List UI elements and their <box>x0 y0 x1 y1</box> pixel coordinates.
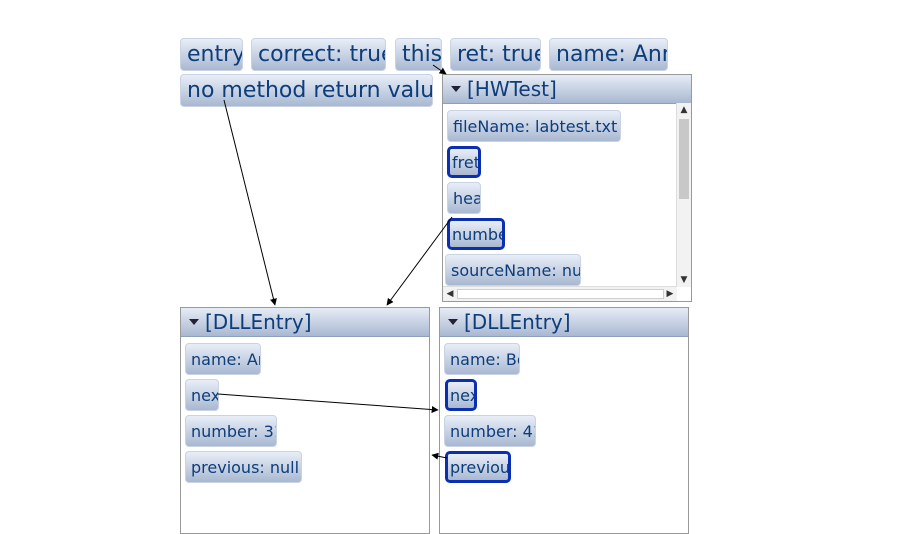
hwtest-field-filename[interactable]: fileName: labtest.txt <box>447 110 621 142</box>
hwtest-field-fret[interactable]: fret <box>447 146 481 178</box>
field-label: fileName: labtest.txt <box>453 116 618 136</box>
this-label: this <box>402 42 442 67</box>
scroll-up-icon[interactable]: ▲ <box>680 105 688 115</box>
name-variable-chip[interactable]: name: Ann <box>549 38 668 71</box>
ret-variable-chip[interactable]: ret: true <box>450 38 541 71</box>
hwtest-field-head[interactable]: hea <box>447 182 481 214</box>
collapse-triangle-icon[interactable] <box>451 86 461 92</box>
vertical-scroll-thumb[interactable] <box>679 119 689 199</box>
horizontal-scroll-thumb[interactable] <box>457 289 664 299</box>
scroll-left-icon[interactable]: ◀ <box>446 289 454 299</box>
method-return-label: no method return value: <box>187 78 433 103</box>
field-label: fret <box>452 152 480 172</box>
entry-label: entry <box>187 42 243 67</box>
dllentry-right-header[interactable]: [DLLEntry] <box>440 308 688 337</box>
scroll-right-icon[interactable]: ▶ <box>666 289 674 299</box>
dll-right-field-number[interactable]: number: 41 <box>444 415 536 447</box>
dll-right-field-next[interactable]: nex <box>445 379 477 411</box>
dll-right-field-previous[interactable]: previou <box>445 451 511 483</box>
field-label: numbe <box>452 224 505 244</box>
field-label: previous: null <box>191 457 300 477</box>
this-variable-chip[interactable]: this <box>395 38 442 71</box>
dllentry-left-title: [DLLEntry] <box>205 310 312 334</box>
dll-left-field-number[interactable]: number: 31 <box>185 415 277 447</box>
dllentry-right-panel[interactable]: [DLLEntry] name: Bo nex number: 41 previ… <box>439 307 689 534</box>
entry-variable-chip[interactable]: entry <box>180 38 243 71</box>
hwtest-field-number[interactable]: numbe <box>447 218 505 250</box>
hwtest-fields: fileName: labtest.txt fret hea numbe sou… <box>443 103 677 287</box>
field-label: nex <box>191 385 219 405</box>
dll-left-field-name[interactable]: name: An <box>185 343 261 375</box>
dll-left-field-next[interactable]: nex <box>185 379 219 411</box>
name-label: name: Ann <box>556 42 668 67</box>
hwtest-header[interactable]: [HWTest] <box>443 75 691 104</box>
field-label: number: 41 <box>450 421 536 441</box>
hwtest-horizontal-scrollbar[interactable]: ◀ ▶ <box>443 286 677 301</box>
dll-left-field-previous[interactable]: previous: null <box>185 451 302 483</box>
dllentry-right-fields: name: Bo nex number: 41 previou <box>440 336 688 533</box>
field-label: name: Bo <box>450 349 520 369</box>
correct-variable-chip[interactable]: correct: true <box>251 38 386 71</box>
scroll-down-icon[interactable]: ▼ <box>680 275 688 285</box>
dllentry-left-fields: name: An nex number: 31 previous: null <box>181 336 429 533</box>
arrow-entry-to-left-dllentry <box>223 99 277 306</box>
field-label: sourceName: nul <box>451 260 581 280</box>
correct-label: correct: true <box>258 42 386 67</box>
hwtest-object-panel[interactable]: [HWTest] fileName: labtest.txt fret hea … <box>442 74 692 302</box>
collapse-triangle-icon[interactable] <box>448 319 458 325</box>
hwtest-field-sourcename[interactable]: sourceName: nul <box>445 254 581 286</box>
field-label: hea <box>453 188 481 208</box>
field-label: number: 31 <box>191 421 277 441</box>
ret-label: ret: true <box>457 42 541 67</box>
dllentry-left-panel[interactable]: [DLLEntry] name: An nex number: 31 previ… <box>180 307 430 534</box>
field-label: name: An <box>191 349 261 369</box>
dllentry-left-header[interactable]: [DLLEntry] <box>181 308 429 337</box>
collapse-triangle-icon[interactable] <box>189 319 199 325</box>
hwtest-vertical-scrollbar[interactable]: ▲ ▼ <box>676 103 691 287</box>
hwtest-title: [HWTest] <box>467 77 557 101</box>
method-return-chip[interactable]: no method return value: <box>180 74 433 107</box>
field-label: nex <box>450 385 477 405</box>
dllentry-right-title: [DLLEntry] <box>464 310 571 334</box>
dll-right-field-name[interactable]: name: Bo <box>444 343 520 375</box>
field-label: previou <box>450 457 511 477</box>
